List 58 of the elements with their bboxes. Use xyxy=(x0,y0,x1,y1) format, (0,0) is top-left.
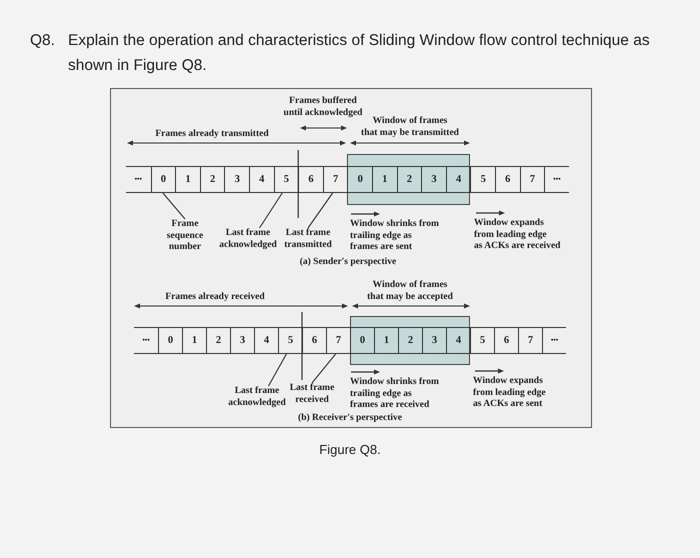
frame-slot: 4 xyxy=(254,327,278,354)
frame-slot: 5 xyxy=(274,166,298,193)
annotation-text: Window shrinks from trailing edge as frames are received xyxy=(350,377,439,412)
frame-slot: 0 xyxy=(158,327,182,354)
frame-slot: 2 xyxy=(200,166,224,193)
frame-slot: 2 xyxy=(206,327,230,354)
frame-slot: 7 xyxy=(520,166,544,193)
frame-slot: 6 xyxy=(302,327,326,354)
frame-slot: 2 xyxy=(396,166,422,193)
callout-text: Frame sequence number xyxy=(166,219,204,254)
frame-slot: 1 xyxy=(175,166,200,193)
frame-slot: 1 xyxy=(372,166,397,193)
frame-slot: 4 xyxy=(446,327,470,354)
annotation-text: Frames already transmitted xyxy=(155,129,269,140)
panel-caption: (b) Receiver's perspective xyxy=(298,413,402,424)
leader-line xyxy=(268,354,287,386)
frame-slot: 6 xyxy=(495,166,520,193)
annotation-text: Frames buffered until acknowledged xyxy=(284,96,362,119)
frame-slot: 3 xyxy=(421,166,446,193)
annotation-text: Window expands from leading edge as ACKs are sent xyxy=(473,376,546,410)
frame-slot: 0 xyxy=(350,327,374,354)
figure-caption: Figure Q8. xyxy=(319,441,381,459)
annotation-text: Window of frames that may be transmitted xyxy=(361,116,459,139)
frame-slot: 7 xyxy=(322,166,348,193)
frame-slot: 2 xyxy=(398,327,422,354)
annotation-text: Frames already received xyxy=(165,292,265,304)
frame-slot: 3 xyxy=(230,327,254,354)
leader-line xyxy=(259,192,283,228)
frame-slot: 0 xyxy=(347,166,372,193)
question-text: Explain the operation and characteristics of Sliding Window flow control technique as shown in Figure Q8. xyxy=(68,31,650,76)
frame-slot: 5 xyxy=(470,166,495,193)
leader-line xyxy=(162,192,186,220)
frame-slot: 1 xyxy=(182,327,206,354)
frame-slot: 7 xyxy=(326,327,350,354)
frame-slot: 5 xyxy=(278,327,302,354)
callout-text: Last frame transmitted xyxy=(284,228,332,251)
callout-text: Last frame acknowledged xyxy=(228,386,286,409)
frame-slot: 0 xyxy=(150,166,176,193)
annotation-text: Window shrinks from trailing edge as frames are sent xyxy=(350,219,439,254)
sliding-window xyxy=(347,154,470,205)
question-number: Q8. xyxy=(30,31,55,51)
frame-slot: 6 xyxy=(494,327,518,354)
frame-slot: 1 xyxy=(374,327,398,354)
callout-text: Last frame acknowledged xyxy=(219,228,277,251)
panel-caption: (a) Sender's perspective xyxy=(300,257,396,268)
annotation-text: Window expands from leading edge as ACKs are received xyxy=(474,218,560,252)
frame-slot: 5 xyxy=(470,327,494,354)
sliding-window xyxy=(350,316,470,365)
frame-slot: 6 xyxy=(298,166,323,193)
frame-slot: 3 xyxy=(224,166,249,193)
callout-text: Last frame received xyxy=(290,383,334,406)
leader-line xyxy=(308,192,334,228)
leader-line xyxy=(312,354,336,384)
frame-slot: 4 xyxy=(249,166,274,193)
frame-slot: 3 xyxy=(422,327,446,354)
frame-slot: 7 xyxy=(518,327,542,354)
annotation-text: Window of frames that may be accepted xyxy=(367,280,453,303)
frame-slot: 4 xyxy=(446,166,470,193)
